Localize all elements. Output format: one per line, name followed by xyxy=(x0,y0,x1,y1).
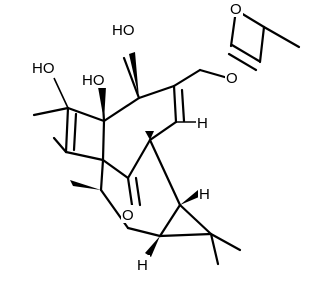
atom-label-oh-c20: HO xyxy=(112,22,135,39)
bond-c12-ketone xyxy=(126,176,134,207)
bond-c12-c8 xyxy=(126,138,152,180)
label-bg-oh-c9 xyxy=(30,58,60,76)
atom-label-oh-c4: HO xyxy=(82,72,105,89)
wedge-c2-methyl xyxy=(70,180,101,190)
label-bg-oh-c4 xyxy=(80,70,110,88)
bond-c3-c4r xyxy=(126,226,162,238)
atom-label-oh-c9: HO xyxy=(32,60,55,77)
atom-label-h-c8: H xyxy=(197,115,208,132)
bond-c1-c9 xyxy=(64,106,70,154)
label-bg-oh-c20 xyxy=(110,20,140,38)
bond-c10-c9 xyxy=(66,106,106,123)
label-bg-h-c14 xyxy=(136,255,150,273)
label-bg-h-c13 xyxy=(198,184,212,202)
bond-c10-c11 xyxy=(101,119,106,162)
acetate-group xyxy=(227,8,301,72)
bond-acyl-double-lower xyxy=(227,52,258,72)
wedge-c10-c4 xyxy=(98,87,106,121)
bond-acetyl-methyl xyxy=(262,25,301,49)
atom-label-h-c14: H xyxy=(137,257,148,274)
stereo-wedges xyxy=(53,52,199,257)
wedge-c13-h xyxy=(180,190,199,205)
bond-c6-c7 xyxy=(172,84,178,124)
bond-c6-c7-double xyxy=(180,88,186,123)
label-bg-h-c8 xyxy=(196,113,210,131)
bond-c1-c3 xyxy=(52,136,68,154)
bond-c5-c10 xyxy=(102,96,141,123)
atom-label-h-c13: H xyxy=(199,186,210,203)
bond-acyl-c-ether-o xyxy=(258,25,266,64)
bond-c12-ketone-double xyxy=(134,176,142,207)
label-bg-o-ether xyxy=(225,68,239,86)
bond-gem-methyl-2 xyxy=(209,232,242,252)
wedge-c5-c20 xyxy=(129,52,139,98)
bond-c11-c12 xyxy=(101,158,130,180)
ester-molecule-structure: HO HO HO O O O H H H xyxy=(30,0,301,274)
hash-c9-oh xyxy=(53,77,69,109)
bond-c11-c1 xyxy=(64,150,105,162)
atom-labels: HO HO HO O O O H H H xyxy=(30,0,243,274)
bond-acyl-double-upper xyxy=(230,43,261,63)
bond-ch2-ether-o xyxy=(198,68,230,80)
bond-c1-c9-double xyxy=(72,112,78,152)
wedge-c14-h xyxy=(145,236,160,257)
bond-cyclo-c13 xyxy=(158,203,182,238)
bond-cyclo-cme2 xyxy=(158,232,213,238)
bond-c13-c8 xyxy=(148,138,182,207)
label-bg-o-ketone xyxy=(121,205,135,223)
bond-gem-methyl-1 xyxy=(209,232,220,266)
atom-label-o-ketone: O xyxy=(122,207,134,224)
atom-label-o-acyl: O xyxy=(230,1,242,18)
bond-c11-c2 xyxy=(99,158,105,192)
bond-c9-methyl xyxy=(32,106,70,117)
bond-c6-c5 xyxy=(137,84,176,100)
bond-ch2-c6 xyxy=(172,68,202,88)
atom-label-o-ether: O xyxy=(226,70,238,87)
bond-c13-cme2 xyxy=(178,203,213,236)
label-bg-o-acyl xyxy=(229,0,243,17)
bond-c7-c8 xyxy=(148,120,178,142)
bond-c5-c20 xyxy=(122,56,141,100)
wedge-c8-h xyxy=(145,131,154,140)
